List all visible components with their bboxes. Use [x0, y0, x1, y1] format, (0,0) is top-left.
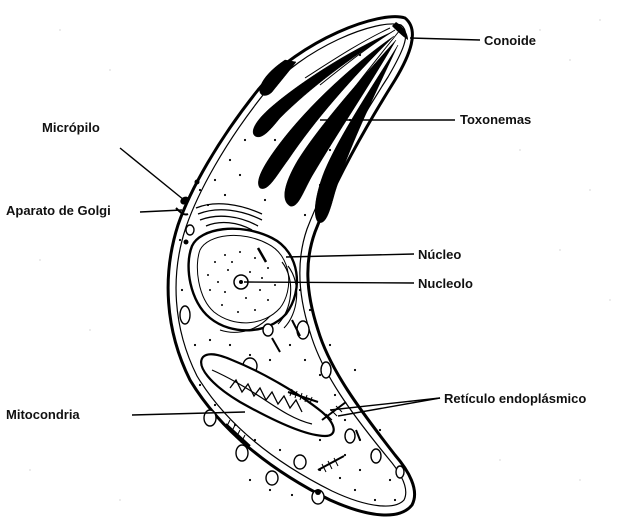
label-nucleo: Núcleo [418, 247, 461, 262]
leader-conoide [410, 38, 480, 40]
label-toxonemas: Toxonemas [460, 112, 531, 127]
label-nucleolo: Nucleolo [418, 276, 473, 291]
label-golgi: Aparato de Golgi [6, 203, 111, 218]
label-mitocondria: Mitocondria [6, 407, 80, 422]
label-reticulo: Retículo endoplásmico [444, 391, 586, 406]
leader-micropilo [120, 148, 184, 200]
leader-golgi [140, 210, 182, 212]
cell [168, 17, 414, 515]
label-micropilo: Micrópilo [42, 120, 100, 135]
label-conoide: Conoide [484, 33, 536, 48]
